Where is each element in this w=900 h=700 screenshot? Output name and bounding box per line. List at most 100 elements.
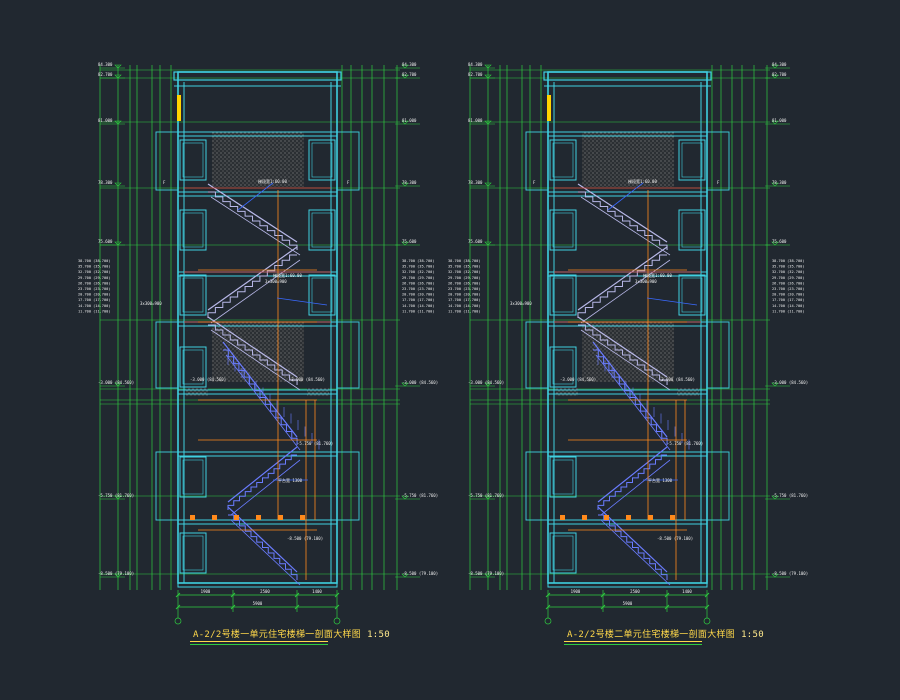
stacked-level-left: 20.700 (20.700): [78, 293, 110, 297]
stacked-level-right: 35.700 (35.700): [772, 265, 804, 269]
orange-marker: [212, 515, 217, 520]
dim-tick: [334, 592, 340, 598]
annotation-text: 梯段宽1:60.00: [628, 178, 657, 184]
dim-tick: [704, 592, 710, 598]
floor-slab: [547, 131, 708, 137]
stacked-level-right: 20.700 (20.700): [402, 293, 434, 297]
level-triangle-right: [401, 120, 409, 125]
stair-flight-lower: [593, 349, 668, 446]
dim-text: 1900: [571, 589, 581, 594]
stair-flight-upper: [578, 324, 668, 385]
level-triangle-right: [401, 241, 409, 246]
floor-slab: [177, 451, 338, 457]
level-label-left: 82.700: [98, 72, 113, 77]
window-pane: [182, 535, 204, 571]
axis-bubble: [333, 617, 341, 625]
stacked-level-right: 23.700 (23.700): [772, 287, 804, 291]
window-pane: [552, 142, 574, 178]
title-underline-left: [190, 641, 328, 642]
wall-projection-left: [155, 131, 179, 191]
orange-marker: [560, 515, 565, 520]
stacked-level-left: 29.700 (29.700): [448, 276, 480, 280]
wall-projection-left: [155, 451, 179, 521]
level-triangle-left: [114, 382, 122, 387]
orange-marker: [190, 515, 195, 520]
dim-tick: [704, 604, 710, 610]
floor-slab: [547, 451, 708, 457]
panel-title-right-text: A-2/2号楼二单元住宅楼梯一剖面大样图: [567, 630, 736, 640]
window-frame: [179, 274, 207, 316]
wall-projection-right: [336, 321, 360, 389]
level-triangle-left: [114, 495, 122, 500]
floor-slab: [177, 191, 338, 197]
dim-text: 1900: [201, 589, 211, 594]
leader-line: [607, 182, 644, 211]
stair-flight-upper-handrail: [207, 316, 298, 378]
level-label-right: 81.000: [772, 118, 787, 123]
stair-flight-lower-handrail: [597, 506, 668, 573]
annotation-text: 3x300=900: [510, 301, 532, 306]
level-label-left: 75.600: [468, 239, 483, 244]
stacked-level-left: 32.700 (32.700): [78, 270, 110, 274]
hatched-slab: [556, 388, 578, 396]
panel-scale-right: 1:50: [741, 630, 764, 640]
dim-text: 1400: [682, 589, 692, 594]
title-underline-right: [564, 641, 702, 642]
annotation-text: 3x300=900: [265, 279, 287, 284]
stair-flight-upper-soffit: [580, 259, 671, 324]
dim-tick: [294, 604, 300, 610]
stair-flight-lower-handrail: [222, 341, 298, 438]
level-triangle-left: [484, 182, 492, 187]
floor-slab: [547, 389, 708, 395]
annotation-text: 梯段宽1:60.00: [643, 272, 672, 278]
window-frame: [678, 209, 706, 251]
window-pane: [681, 142, 703, 178]
floor-slab: [177, 131, 338, 137]
level-triangle-right: [771, 241, 779, 246]
stair-flight-upper: [208, 191, 298, 250]
hatched-wall-zone: [212, 132, 304, 187]
stacked-level-left: 11.700 (11.700): [78, 309, 110, 313]
window-frame: [179, 532, 207, 574]
window-pane: [681, 277, 703, 313]
level-triangle-right: [771, 182, 779, 187]
stacked-level-left: 38.700 (38.700): [448, 259, 480, 263]
dim-tick: [334, 604, 340, 610]
annotation-text: 梯段宽1:60.00: [273, 272, 302, 278]
level-triangle-left: [114, 241, 122, 246]
stair-flight-upper-handrail: [577, 183, 668, 243]
dim-tick: [664, 592, 670, 598]
platform-level-label: -5.750 (81.760): [667, 441, 703, 446]
stair-flight-upper-handrail: [207, 246, 298, 311]
level-triangle-right: [771, 495, 779, 500]
stacked-level-right: 17.700 (17.700): [402, 298, 434, 302]
axis-bubble: [174, 617, 182, 625]
window-pane: [552, 277, 574, 313]
dim-tick: [230, 592, 236, 598]
panel-scale-left: 1:50: [367, 630, 390, 640]
level-triangle-left: [484, 74, 492, 79]
dim-tick: [664, 604, 670, 610]
level-triangle-right: [401, 182, 409, 187]
stacked-level-right: 38.700 (38.700): [772, 259, 804, 263]
leader-line: [237, 182, 274, 211]
dim-tick: [175, 604, 181, 610]
level-triangle-left: [484, 64, 492, 69]
level-label-right: 84.300: [772, 62, 787, 67]
panel-title-left-text: A-2/2号楼一单元住宅楼梯一剖面大样图: [193, 630, 362, 640]
orange-marker: [604, 515, 609, 520]
dim-text: 2500: [260, 589, 270, 594]
leader-line: [276, 297, 328, 306]
dim-tick: [294, 592, 300, 598]
stacked-level-left: 32.700 (32.700): [448, 270, 480, 274]
orange-marker: [670, 515, 675, 520]
hatched-slab: [677, 388, 699, 396]
level-label-right: -8.500 (79.100): [772, 571, 808, 576]
stacked-level-right: 14.700 (14.700): [772, 304, 804, 308]
axis-bubble: [703, 617, 711, 625]
window-frame: [549, 346, 577, 388]
level-label-right: 75.600: [772, 239, 787, 244]
level-label-right: -8.500 (79.100): [402, 571, 438, 576]
level-label-right: 78.300: [772, 180, 787, 185]
